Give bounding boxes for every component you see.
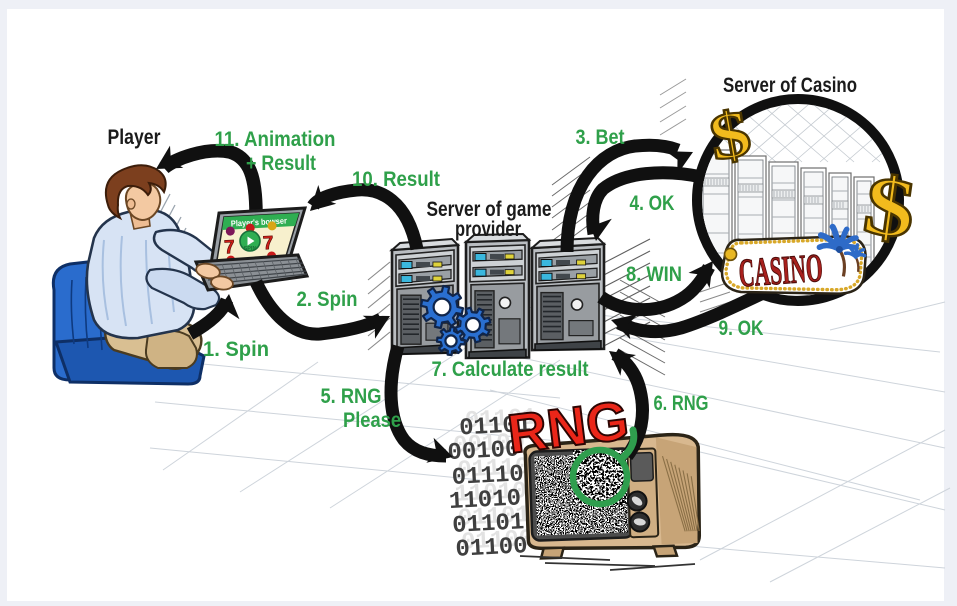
svg-text:Please: Please — [343, 409, 401, 432]
svg-text:8. WIN: 8. WIN — [626, 263, 682, 286]
svg-text:01100: 01100 — [455, 533, 528, 564]
svg-text:Server of Casino: Server of Casino — [723, 74, 857, 97]
svg-text:7: 7 — [262, 233, 274, 255]
svg-text:10. Result: 10. Result — [352, 168, 440, 191]
svg-text:9. OK: 9. OK — [719, 317, 764, 340]
svg-text:SPIN: SPIN — [244, 246, 257, 252]
svg-text:CASINO: CASINO — [737, 245, 824, 296]
svg-text:5. RNG: 5. RNG — [321, 385, 382, 408]
svg-text:00100: 00100 — [447, 436, 520, 467]
svg-text:Server of game: Server of game — [427, 198, 552, 221]
svg-text:01100: 01100 — [461, 526, 534, 557]
svg-text:7. Calculate result: 7. Calculate result — [432, 358, 589, 381]
svg-text:00100: 00100 — [452, 429, 525, 460]
svg-text:01110: 01110 — [451, 461, 524, 492]
svg-text:2. Spin: 2. Spin — [297, 288, 358, 311]
svg-text:01110: 01110 — [457, 454, 530, 485]
svg-text:11. Animation: 11. Animation — [215, 128, 336, 151]
svg-text:11010: 11010 — [454, 478, 527, 509]
svg-text:1. Spin: 1. Spin — [203, 338, 269, 361]
svg-text:01101: 01101 — [457, 502, 530, 533]
svg-text:01101: 01101 — [464, 404, 537, 435]
svg-text:7: 7 — [224, 237, 236, 259]
svg-text:01101: 01101 — [452, 509, 525, 540]
svg-text:6. RNG: 6. RNG — [654, 392, 709, 415]
svg-text:4. OK: 4. OK — [630, 192, 675, 215]
svg-text:3. Bet: 3. Bet — [576, 126, 625, 149]
svg-text:Player: Player — [108, 126, 161, 149]
svg-text:RNG: RNG — [504, 389, 632, 465]
svg-text:+ Result: + Result — [246, 152, 316, 175]
svg-text:11010: 11010 — [448, 485, 521, 516]
svg-text:01101: 01101 — [459, 412, 532, 443]
svg-text:provider: provider — [455, 218, 521, 241]
